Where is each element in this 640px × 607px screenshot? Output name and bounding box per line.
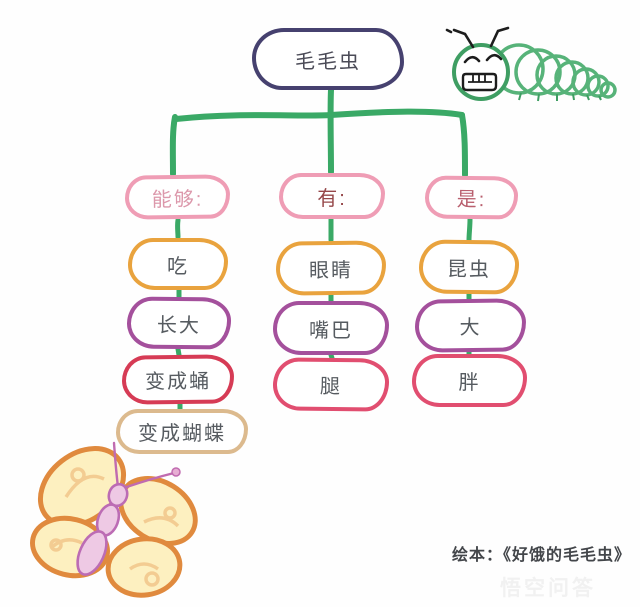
node-fat: 胖	[412, 354, 527, 407]
connector-horizontal	[173, 108, 465, 122]
watermark: 悟空问答	[500, 577, 596, 600]
butterfly-drawing	[30, 441, 198, 598]
branch-header-is: 是:	[424, 175, 519, 220]
node-become-pupa: 变成蛹	[121, 354, 235, 405]
node-legs: 腿	[272, 357, 390, 412]
root-node-caterpillar: 毛毛虫	[252, 28, 404, 90]
connector-left-drop	[169, 114, 178, 177]
node-eyes: 眼睛	[275, 240, 387, 296]
node-big: 大	[414, 298, 527, 353]
node-grow-up: 长大	[126, 296, 232, 350]
node-mouth: 嘴巴	[273, 301, 389, 355]
branch-header-has: 有:	[279, 173, 385, 219]
node-eat: 吃	[128, 238, 228, 290]
node-insect: 昆虫	[418, 239, 520, 295]
node-become-butterfly: 变成蝴蝶	[116, 409, 248, 454]
caterpillar-drawing	[445, 26, 617, 102]
branch-header-can: 能够:	[124, 174, 231, 220]
caption: 绘本：《好饿的毛毛虫》	[452, 547, 632, 564]
connector-right-drop	[459, 112, 468, 178]
